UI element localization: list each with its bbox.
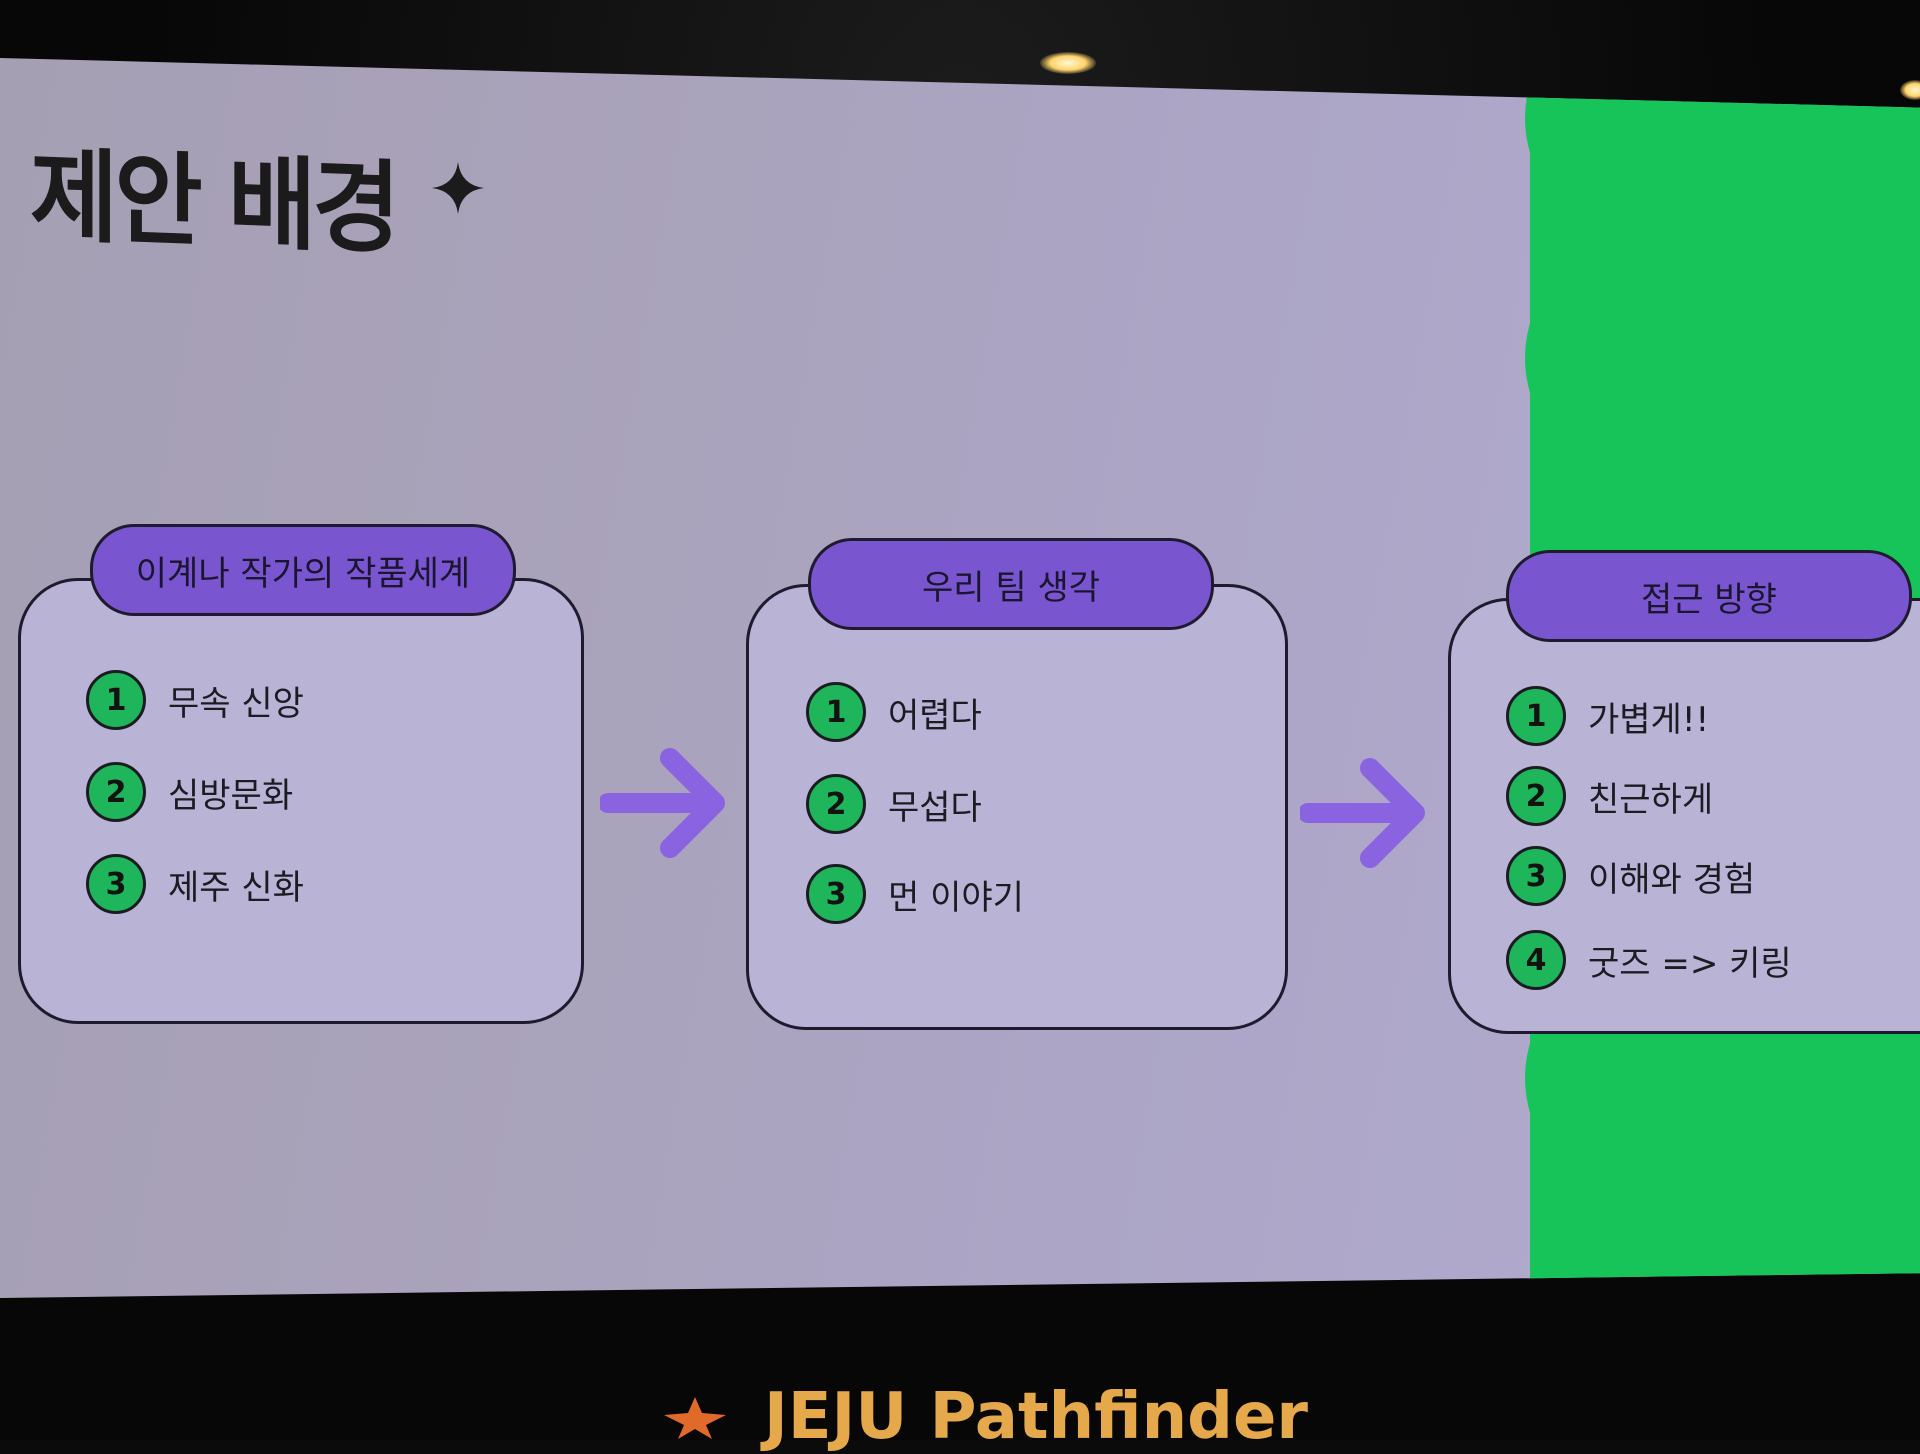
list-item: 2 심방문화	[86, 762, 293, 822]
list-item: 3 먼 이야기	[806, 864, 1024, 924]
slide-title: 제안 배경	[30, 136, 397, 268]
star-icon	[664, 1397, 726, 1439]
list-item: 4 굿즈 => 키링	[1506, 930, 1792, 990]
number-badge: 2	[86, 762, 146, 822]
card-header-team-thoughts: 우리 팀 생각	[808, 538, 1214, 630]
card-header-approach: 접근 방향	[1506, 550, 1912, 642]
card-header-artist-world: 이계나 작가의 작품세계	[90, 524, 516, 616]
sparkle-icon	[432, 162, 484, 214]
number-badge: 3	[1506, 846, 1566, 906]
list-item: 2 무섭다	[806, 774, 982, 834]
item-text: 제주 신화	[168, 867, 304, 908]
item-text: 심방문화	[168, 775, 294, 816]
item-text: 굿즈 => 키링	[1588, 943, 1792, 984]
banner-text: JEJU Pathfinder	[764, 1380, 1308, 1454]
item-text: 가볍게!!	[1588, 699, 1710, 740]
event-banner: JEJU Pathfinder	[660, 1380, 1308, 1454]
number-badge: 1	[1506, 686, 1566, 746]
ceiling-light	[1040, 52, 1096, 74]
arrow-right-icon	[600, 748, 725, 858]
number-badge: 2	[1506, 766, 1566, 826]
item-text: 먼 이야기	[888, 877, 1024, 918]
number-badge: 4	[1506, 930, 1566, 990]
list-item: 3 제주 신화	[86, 854, 304, 914]
item-text: 무섭다	[888, 787, 982, 828]
item-text: 어렵다	[888, 695, 982, 736]
projected-slide: 제안 배경 이계나 작가의 작품세계 1 무속 신앙 2 심방문화 3 제주 신…	[0, 58, 1920, 1298]
list-item: 2 친근하게	[1506, 766, 1713, 826]
list-item: 1 가볍게!!	[1506, 686, 1709, 746]
number-badge: 3	[86, 854, 146, 914]
list-item: 3 이해와 경험	[1506, 846, 1755, 906]
ceiling-light-right	[1900, 80, 1920, 100]
list-item: 1 무속 신앙	[86, 670, 304, 730]
item-text: 무속 신앙	[168, 683, 304, 724]
number-badge: 1	[806, 682, 866, 742]
number-badge: 1	[86, 670, 146, 730]
number-badge: 3	[806, 864, 866, 924]
arrow-right-icon	[1300, 758, 1425, 868]
item-text: 이해와 경험	[1588, 859, 1756, 900]
item-text: 친근하게	[1588, 779, 1714, 820]
list-item: 1 어렵다	[806, 682, 982, 742]
number-badge: 2	[806, 774, 866, 834]
